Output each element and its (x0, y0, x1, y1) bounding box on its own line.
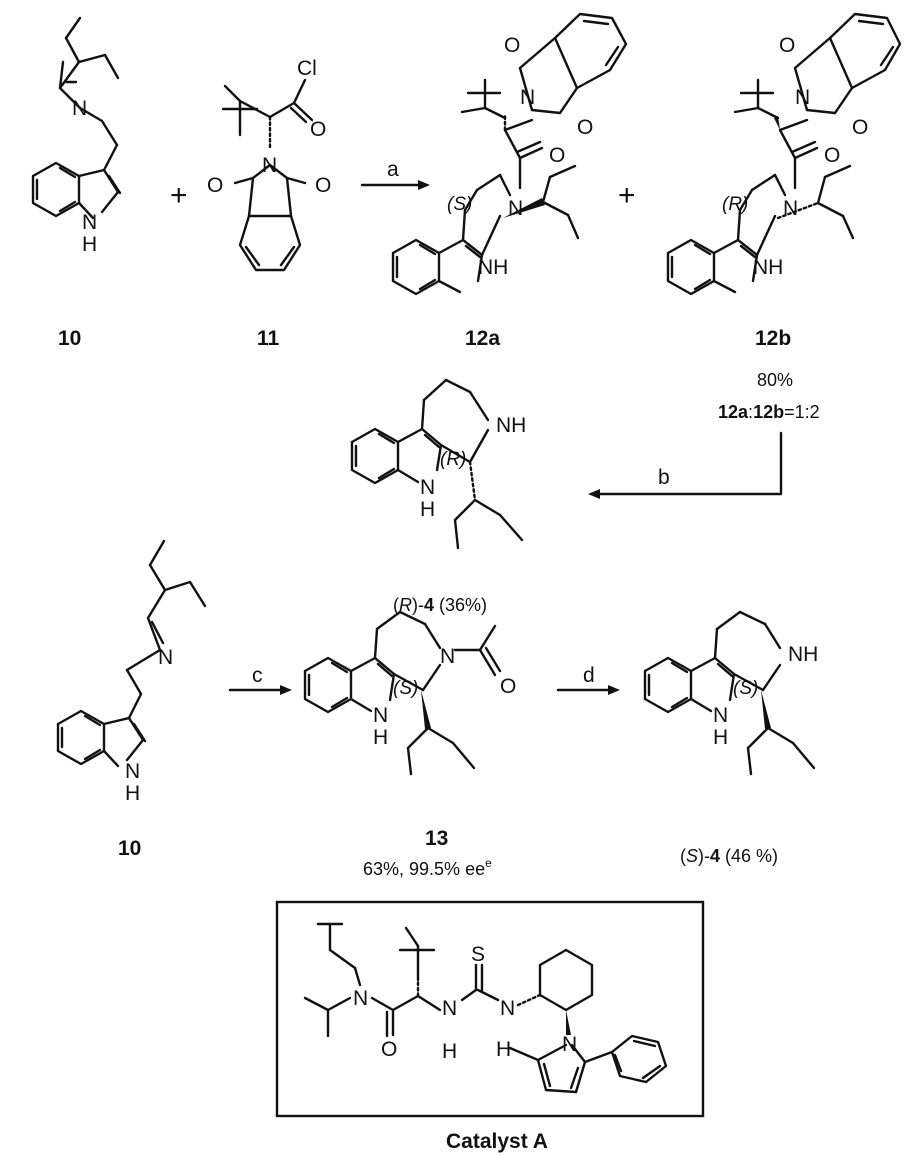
condition-a: a (387, 158, 399, 181)
compound-13-footnote: e (485, 856, 492, 870)
compound-12a-label: 12a (465, 327, 500, 350)
compound-12a-nh: NH (478, 256, 508, 279)
compound-10-bottom-label: 10 (118, 837, 141, 860)
compound-11-o-carbonyl: O (310, 118, 326, 141)
compound-S4-n-indole: N (713, 704, 728, 727)
condition-d: d (583, 664, 595, 687)
compound-R4-structure (350, 378, 524, 550)
catalyst-s-atom: S (471, 943, 485, 966)
compound-R4-n-indole: N (420, 476, 435, 499)
plus-sign-2: + (618, 179, 636, 212)
product-S4-open: ( (680, 846, 686, 866)
ratio-colon: : (748, 402, 753, 422)
compound-11-label: 11 (257, 327, 280, 350)
compound-10-bottom-n-atom: N (158, 646, 173, 669)
compound-12a-structure (391, 12, 628, 296)
compound-10-bottom-nh-n: N (125, 760, 140, 783)
plus-sign-1: + (170, 179, 188, 212)
compound-12b-n-phthalimide: N (795, 86, 810, 109)
compound-13-n-indole: N (373, 704, 388, 727)
compound-10-top-n-atom: N (72, 97, 87, 120)
compound-12b-structure (666, 12, 902, 296)
product-R4-close: )- (412, 595, 424, 615)
product-S4-number: 4 (710, 846, 720, 866)
ratio-12a: 12a (718, 402, 749, 422)
compound-R4-stereo-r: (R) (440, 449, 466, 470)
compound-12a-o-bottom: O (577, 116, 593, 139)
product-S4-caption: (S)-4 (46 %) (680, 846, 778, 866)
compound-11-o-left: O (207, 174, 223, 197)
compound-13-structure (303, 610, 502, 776)
compound-13-yield-ee: 63%, 99.5% eee (363, 856, 492, 879)
compound-12b-nh: NH (753, 256, 783, 279)
catalyst-n-pyrrole: N (562, 1033, 577, 1056)
condition-c: c (252, 664, 263, 687)
catalyst-box (275, 900, 705, 1118)
compound-10-top-label: 10 (58, 327, 81, 350)
compound-12b-o-amide: O (824, 144, 840, 167)
compound-13-n-ring: N (440, 645, 455, 668)
ratio-text: 12a:12b=1:2 (718, 402, 820, 422)
product-R4-caption: (R)-4 (36%) (393, 595, 487, 615)
compound-12a-o-amide: O (549, 144, 565, 167)
compound-10-top-structure (31, 16, 122, 220)
compound-10-top-nh-h: H (82, 233, 97, 256)
compound-S4-structure (643, 610, 816, 776)
compound-10-top-nh-n: N (82, 211, 97, 234)
catalyst-h-pyrrole: H (496, 1038, 511, 1061)
compound-12a-n-ring: N (508, 197, 523, 220)
ratio-value: =1:2 (784, 402, 820, 422)
product-R4-open: ( (393, 595, 399, 615)
compound-12b-label: 12b (755, 327, 791, 350)
compound-11-o-right: O (315, 174, 331, 197)
catalyst-a-structure (303, 922, 668, 1094)
yield-step-a: 80% (757, 370, 793, 390)
catalyst-a-label: Catalyst A (446, 1130, 548, 1153)
product-R4-yield: (36%) (434, 595, 487, 615)
compound-10-bottom-structure (56, 539, 207, 768)
product-R4-stereo: R (399, 595, 412, 615)
product-S4-yield: (46 %) (720, 846, 778, 866)
compound-11-cl-atom: Cl (297, 57, 317, 80)
compound-12a-o-top: O (504, 34, 520, 57)
compound-13-yield-text: 63%, 99.5% ee (363, 859, 485, 879)
compound-13-o-acetyl: O (500, 675, 516, 698)
product-R4-number: 4 (424, 595, 434, 615)
ratio-12b: 12b (753, 402, 784, 422)
product-S4-stereo: S (686, 846, 698, 866)
compound-S4-nh: NH (788, 643, 818, 666)
compound-12b-o-bottom: O (852, 116, 868, 139)
compound-R4-h-indole: H (420, 498, 435, 521)
condition-b: b (658, 466, 670, 489)
compound-S4-h-indole: H (713, 726, 728, 749)
compound-11-structure (221, 78, 314, 272)
compound-12b-o-top: O (779, 34, 795, 57)
product-S4-close: )- (698, 846, 710, 866)
compound-12b-n-ring: N (783, 197, 798, 220)
compound-12b-stereo-r: (R) (722, 194, 748, 215)
compound-13-h-indole: H (373, 726, 388, 749)
compound-13-label: 13 (425, 827, 448, 850)
catalyst-o-amide: O (381, 1038, 397, 1061)
compound-S4-stereo-s: (S) (733, 678, 758, 699)
compound-11-n-atom: N (262, 154, 277, 177)
compound-10-bottom-nh-h: H (125, 782, 140, 805)
catalyst-n-thiourea-right: N (500, 997, 515, 1020)
compound-13-stereo-s: (S) (393, 678, 418, 699)
catalyst-n-amide: N (353, 987, 368, 1010)
catalyst-n-thiourea-left: N (442, 997, 457, 1020)
compound-12a-stereo-s: (S) (447, 194, 472, 215)
compound-12a-n-phthalimide: N (520, 86, 535, 109)
compound-R4-nh: NH (496, 414, 526, 437)
catalyst-h-left: H (442, 1040, 457, 1063)
